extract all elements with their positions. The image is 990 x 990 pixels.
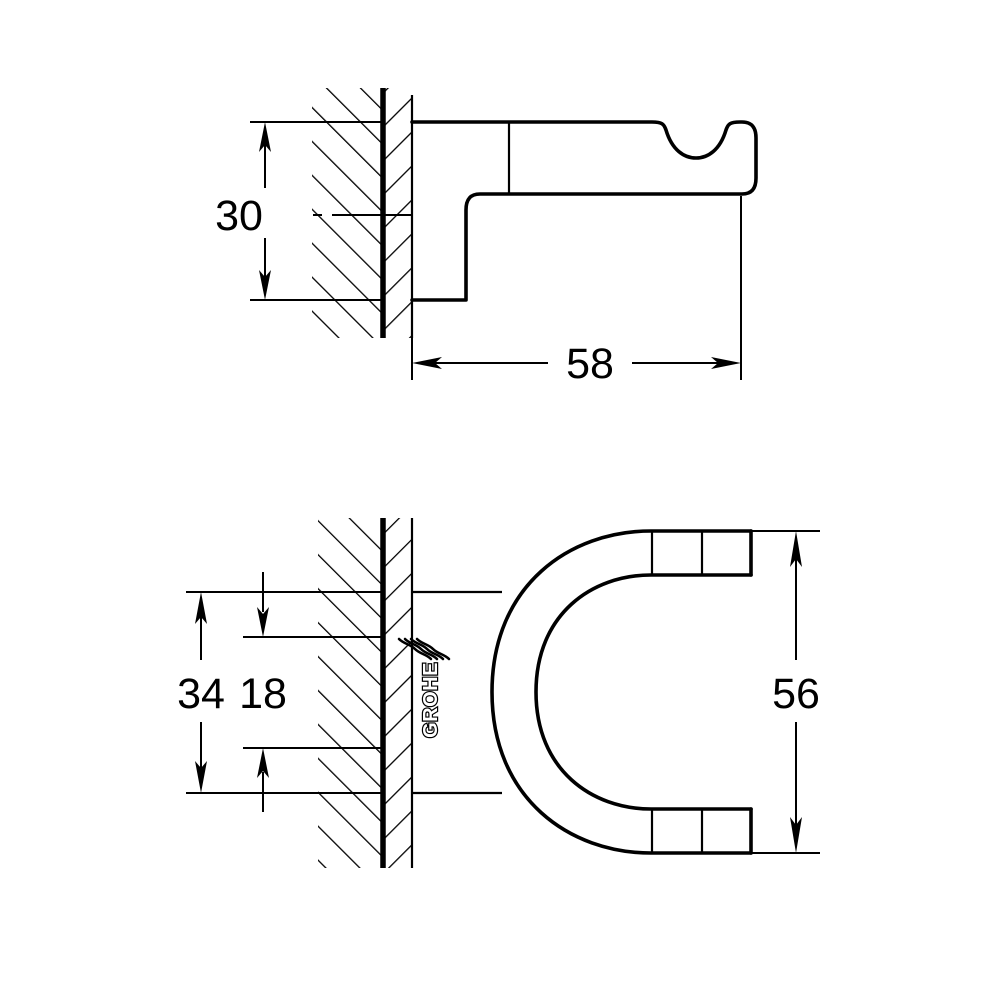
dimension-58: 58 (412, 340, 741, 388)
wall-hatch-left-side-view (312, 88, 383, 338)
clamp-arm-bottom-segments (650, 809, 704, 853)
mounting-plate-front-view (412, 590, 502, 795)
side-view-group: 30 58 (215, 88, 758, 388)
grohe-logo-text: GROHE (420, 662, 442, 738)
dimension-34: 34 (177, 592, 225, 793)
wall-hatch-left-front-view (318, 518, 383, 868)
grohe-logo-wave-icon (397, 637, 451, 661)
dimension-30-label: 30 (215, 192, 263, 240)
wall-hatch-right-front-view (383, 518, 412, 868)
front-view-group: GROHE 34 (177, 518, 820, 868)
clamp-ring-inner-front-view (534, 573, 753, 811)
dimension-34-label: 34 (177, 670, 225, 718)
clamp-ring-outer-front-view (490, 529, 753, 855)
dimension-56-label: 56 (772, 670, 820, 718)
dimension-30: 30 (215, 122, 271, 300)
grohe-logo: GROHE (397, 637, 451, 739)
wall-hatch-right-side-view (383, 88, 412, 338)
clamp-arm-top-segments (650, 531, 704, 575)
bracket-profile-side-view (410, 120, 758, 302)
dimension-18-label: 18 (239, 670, 287, 718)
dimension-58-label: 58 (566, 340, 614, 388)
dimension-56: 56 (772, 531, 820, 853)
dimension-18: 18 (239, 572, 287, 812)
